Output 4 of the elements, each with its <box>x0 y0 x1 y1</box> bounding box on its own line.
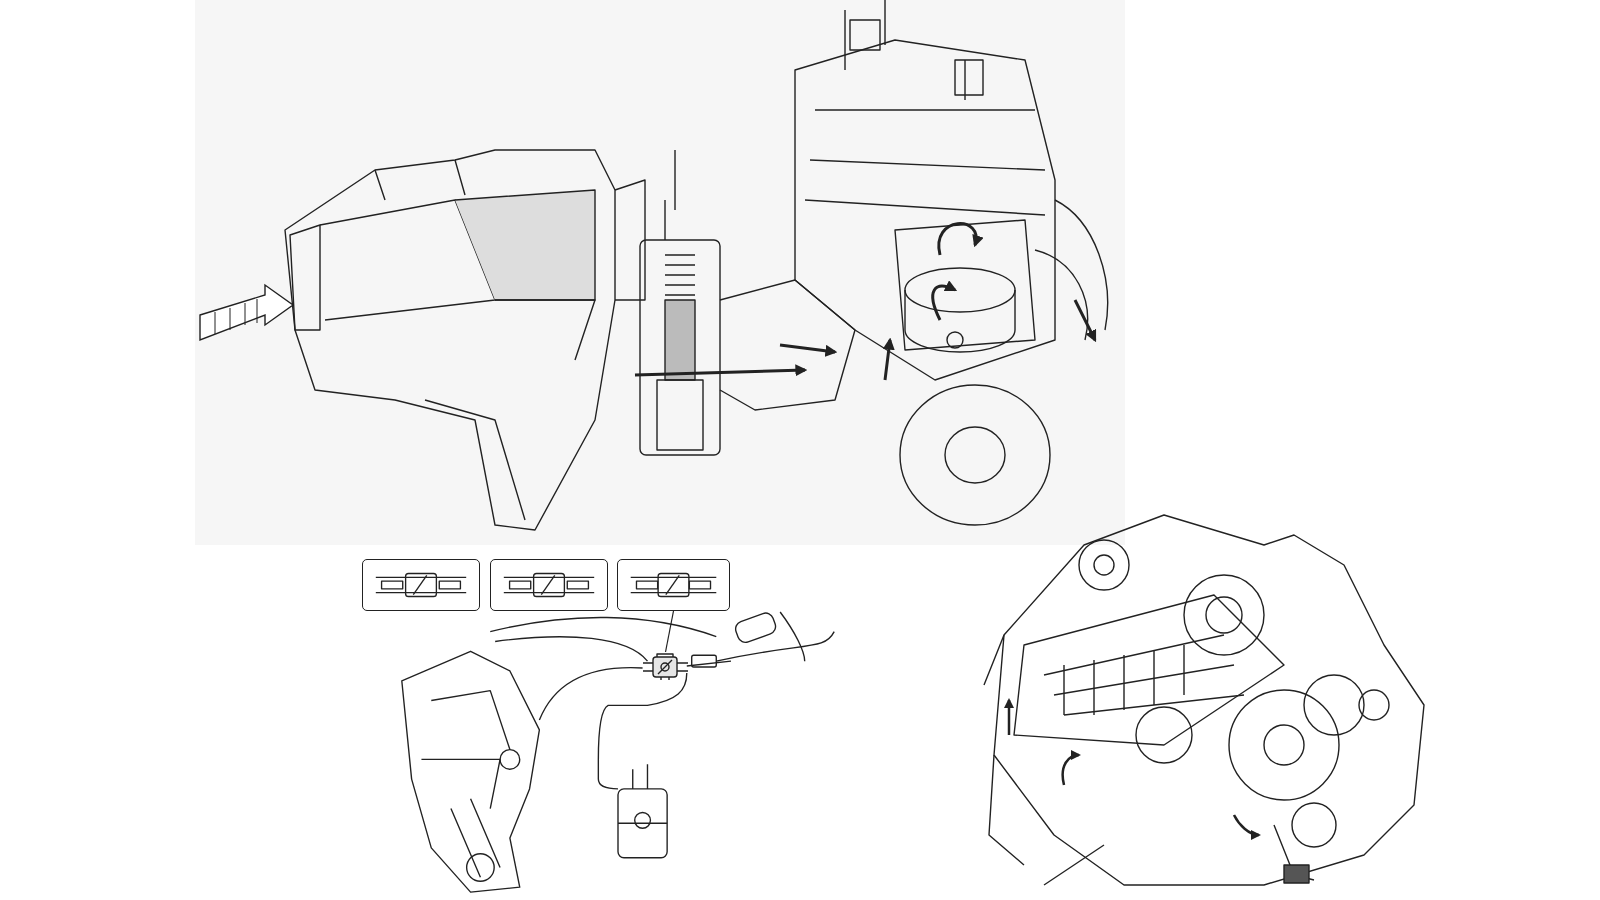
leader-line <box>664 610 675 653</box>
valve-detail-inset <box>490 559 608 611</box>
valve-detail-inset <box>362 559 480 611</box>
valve-detail-inset <box>617 559 730 611</box>
